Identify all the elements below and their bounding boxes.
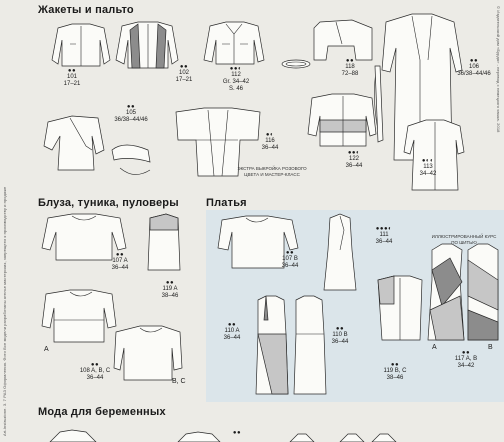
garment-107a-top [41,213,127,261]
garment-108bc-top [113,325,183,381]
blouse-letter-bc: B, C [172,378,186,385]
garment-122-jacket [307,93,377,147]
garment-105-wrap [43,115,105,171]
garment-105-accessory [111,144,151,175]
garment-111-dress [323,213,357,291]
section-title-maternity: Мода для беременных [38,406,166,418]
blouse-letter-a: A [44,346,49,353]
garment-102-jacket [115,21,179,69]
dress-letter-a: A [432,344,437,351]
section-title-blouses: Блуза, туника, пуловеры [38,197,179,209]
garment-108a-top [41,289,117,343]
garment-107b-dress [217,215,299,269]
garment-maternity-3 [289,433,397,442]
dresses-illustrations [217,213,499,395]
section-title-dresses: Платья [206,197,247,209]
garment-119a-top [147,213,181,271]
garment-maternity-1 [49,429,97,442]
garment-117b-dress [467,243,499,341]
garment-maternity-2 [177,431,221,442]
jackets-illustrations [43,13,465,191]
dress-letter-b: B [488,344,493,351]
maternity-illustrations [49,429,397,442]
garment-112-jacket [203,21,265,65]
section-title-jackets: Жакеты и пальто [38,4,134,16]
label-maternity-dots: ●● [232,430,242,436]
garment-110a-dress [255,295,289,395]
garment-119bc-top [377,275,423,341]
garment-113-coat [403,119,465,191]
garment-110b-dress [293,295,327,395]
garment-101-jacket [51,23,111,67]
garment-118-belt [281,59,311,69]
garment-118-kimono [313,19,373,61]
garment-116-kimono [175,107,261,177]
blouses-illustrations [41,213,183,381]
garment-117a-dress [427,243,465,341]
